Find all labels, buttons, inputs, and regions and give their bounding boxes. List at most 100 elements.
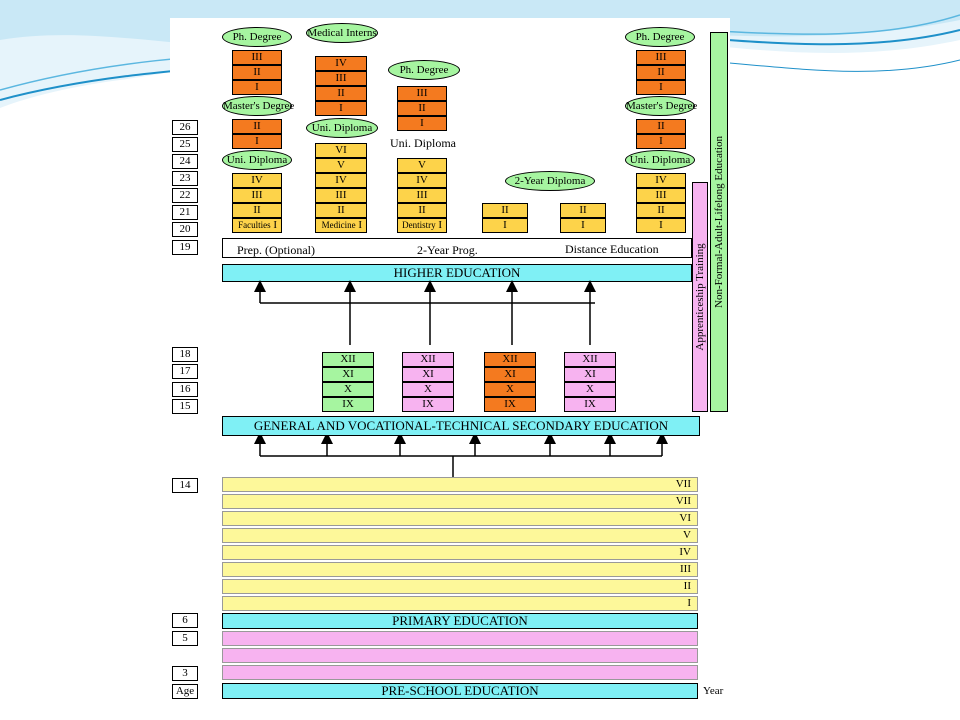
- grade-block: V: [397, 158, 447, 173]
- grade-block: XI: [402, 367, 454, 382]
- grade-block: X: [564, 382, 616, 397]
- grade-block: II: [636, 119, 686, 134]
- two-year-prog-label: 2-Year Prog.: [417, 243, 478, 257]
- grade-block: II: [397, 101, 447, 116]
- prep-optional-label: Prep. (Optional): [237, 243, 315, 257]
- grade-block: XI: [322, 367, 374, 382]
- grade-block: III: [315, 188, 367, 203]
- grade-block: IX: [484, 397, 536, 412]
- uni-diploma-cap: Uni. Diploma: [222, 150, 292, 170]
- phd-cap: Ph. Degree: [625, 27, 695, 47]
- grade-block: II: [636, 65, 686, 80]
- grade-block: XII: [322, 352, 374, 367]
- age-label: 24: [172, 154, 198, 169]
- grade-block: IV: [232, 173, 282, 188]
- age-label: 26: [172, 120, 198, 135]
- secondary-education-band: GENERAL AND VOCATIONAL-TECHNICAL SECONDA…: [222, 416, 700, 436]
- age-label: 23: [172, 171, 198, 186]
- education-system-diagram: 26 25 24 23 22 21 20 19 18 17 16 15 14 6…: [170, 18, 730, 718]
- medicine-label: Medicine: [321, 220, 356, 230]
- age-label: 22: [172, 188, 198, 203]
- primary-grade-row: VII: [222, 494, 698, 509]
- grade-block: X: [402, 382, 454, 397]
- grade-block: IX: [402, 397, 454, 412]
- apprenticeship-training-label: Apprenticeship Training: [694, 243, 706, 351]
- grade-block: I: [482, 218, 528, 233]
- higher-education-band: HIGHER EDUCATION: [222, 264, 692, 282]
- grade-block: XI: [484, 367, 536, 382]
- preschool-row: [222, 665, 698, 680]
- apprenticeship-training-bar: Apprenticeship Training: [692, 182, 708, 412]
- age-label: 14: [172, 478, 198, 493]
- grade-block: IX: [322, 397, 374, 412]
- phd-cap: Ph. Degree: [388, 60, 460, 80]
- grade-block: IV: [315, 56, 367, 71]
- grade-block: I: [232, 134, 282, 149]
- connector-lines: [254, 280, 668, 478]
- grade-block: XII: [484, 352, 536, 367]
- primary-grade-row: I: [222, 596, 698, 611]
- grade-block: II: [315, 86, 367, 101]
- age-label: 21: [172, 205, 198, 220]
- grade-block: III: [232, 50, 282, 65]
- nonformal-education-bar: Non-Formal-Adult-Lifelong Education: [710, 32, 728, 412]
- medical-interns-cap: Medical Interns: [306, 23, 378, 43]
- grade-block: II: [232, 119, 282, 134]
- grade-block: IX: [564, 397, 616, 412]
- masters-cap: Master's Degree: [625, 96, 697, 116]
- grade-block: I: [232, 80, 282, 95]
- grade-block: VI: [315, 143, 367, 158]
- uni-diploma-label: Uni. Diploma: [390, 136, 456, 150]
- grade-block: II: [315, 203, 367, 218]
- prep-band: Prep. (Optional) 2-Year Prog. Distance E…: [222, 238, 692, 258]
- phd-cap: Ph. Degree: [222, 27, 292, 47]
- age-label: 16: [172, 382, 198, 397]
- grade-block: III: [636, 50, 686, 65]
- grade-block: III: [397, 188, 447, 203]
- grade-block: I: [397, 116, 447, 131]
- grade-block: II: [397, 203, 447, 218]
- primary-grade-row: II: [222, 579, 698, 594]
- grade-block: Faculties I: [232, 218, 282, 233]
- age-label: 17: [172, 364, 198, 379]
- primary-grade-row: VI: [222, 511, 698, 526]
- primary-education-band: PRIMARY EDUCATION: [222, 613, 698, 629]
- preschool-row: [222, 648, 698, 663]
- age-label: 6: [172, 613, 198, 628]
- grade-block: II: [636, 203, 686, 218]
- grade-block: I: [636, 80, 686, 95]
- pre-school-education-band: PRE-SCHOOL EDUCATION: [222, 683, 698, 699]
- grade-block: I: [560, 218, 606, 233]
- grade-block: II: [232, 203, 282, 218]
- grade-block: XII: [564, 352, 616, 367]
- primary-grade-row: VII: [222, 477, 698, 492]
- primary-grade-row: IV: [222, 545, 698, 560]
- grade-block: IV: [315, 173, 367, 188]
- grade-block: X: [322, 382, 374, 397]
- year-label: Year: [703, 685, 724, 697]
- masters-cap: Master's Degree: [222, 96, 294, 116]
- grade-block: IV: [397, 173, 447, 188]
- grade-block: V: [315, 158, 367, 173]
- age-label: 5: [172, 631, 198, 646]
- two-year-diploma-cap: 2-Year Diploma: [505, 171, 595, 191]
- primary-grade-row: III: [222, 562, 698, 577]
- grade-block: X: [484, 382, 536, 397]
- grade-block: XI: [564, 367, 616, 382]
- grade-block: I: [636, 134, 686, 149]
- grade-block: Dentistry I: [397, 218, 447, 233]
- grade-block: II: [560, 203, 606, 218]
- grade-block: I: [315, 101, 367, 116]
- grade-block: III: [636, 188, 686, 203]
- age-label: 15: [172, 399, 198, 414]
- grade-block: II: [232, 65, 282, 80]
- age-label: 3: [172, 666, 198, 681]
- grade-block: I: [636, 218, 686, 233]
- nonformal-education-label: Non-Formal-Adult-Lifelong Education: [713, 136, 725, 308]
- primary-grade-row: V: [222, 528, 698, 543]
- grade-block: III: [232, 188, 282, 203]
- grade-block: IV: [636, 173, 686, 188]
- faculties-label: Faculties: [238, 220, 271, 230]
- grade-block: XII: [402, 352, 454, 367]
- grade-block: Medicine I: [315, 218, 367, 233]
